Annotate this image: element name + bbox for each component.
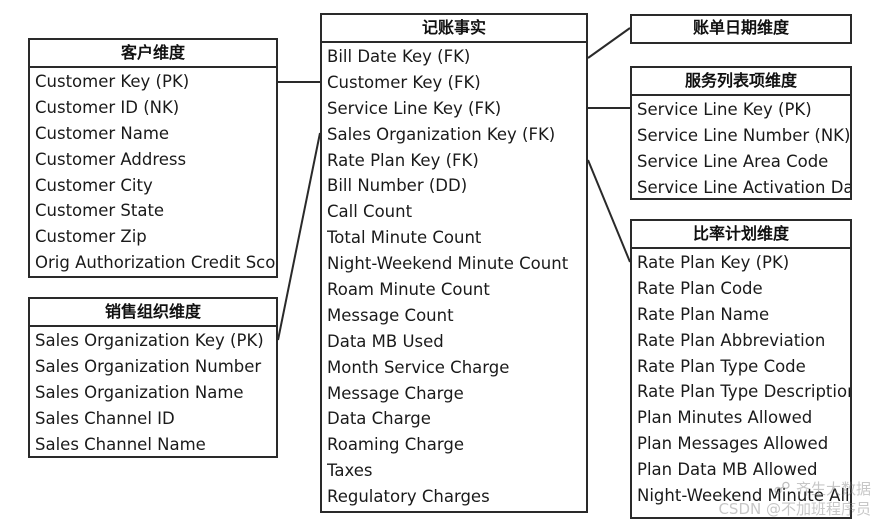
customer-field: Customer Name	[35, 123, 170, 143]
sales-org-dimension-box: 销售组织维度 Sales Organization Key (PK) Sales…	[28, 297, 278, 458]
fact-field: Call Count	[327, 202, 413, 222]
connector-sales-org	[277, 132, 321, 341]
service-line-dimension-box: 服务列表项维度 Service Line Key (PK) Service Li…	[630, 66, 852, 200]
customer-field: Customer Key (PK)	[35, 72, 190, 91]
service-line-dimension-title: 服务列表项维度	[632, 68, 850, 96]
fact-field: Bill Number (DD)	[327, 176, 468, 196]
rate-plan-field: Plan Data MB Allowed	[637, 460, 818, 480]
fact-field: Roam Minute Count	[327, 280, 490, 300]
fact-field: Bill Date Key (FK)	[327, 47, 471, 66]
sales-org-field: Sales Organization Number	[35, 356, 262, 376]
watermark-credit: CSDN @不加班程序员	[718, 500, 871, 518]
rate-plan-field: Rate Plan Key (PK)	[637, 253, 790, 272]
connector-bill-date	[587, 27, 631, 59]
fact-field: Data MB Used	[327, 331, 444, 351]
rate-plan-field: Night-Weekend Minute Allowed	[637, 486, 850, 506]
fact-field: Message Charge	[327, 383, 464, 403]
rate-plan-field: Rate Plan Type Code	[637, 356, 806, 376]
sales-org-field: Sales Organization Key (PK)	[35, 331, 264, 350]
service-line-dimension-fields: Service Line Key (PK) Service Line Numbe…	[632, 96, 850, 201]
service-line-field: Service Line Area Code	[637, 151, 829, 171]
customer-field: Orig Authorization Credit Score	[35, 253, 276, 273]
customer-dimension-title: 客户维度	[30, 40, 276, 68]
customer-field: Customer Address	[35, 149, 187, 169]
rate-plan-field: Plan Minutes Allowed	[637, 408, 813, 428]
sales-org-dimension-fields: Sales Organization Key (PK) Sales Organi…	[30, 327, 276, 457]
service-line-field: Service Line Key (PK)	[637, 100, 812, 119]
bill-date-dimension-title: 账单日期维度	[692, 18, 789, 37]
fact-table-title: 记账事实	[322, 15, 586, 43]
fact-field: Customer Key (FK)	[327, 72, 481, 92]
rate-plan-dimension-box: 比率计划维度 Rate Plan Key (PK) Rate Plan Code…	[630, 219, 852, 519]
rate-plan-field: Rate Plan Type Description	[637, 382, 850, 402]
customer-dimension-box: 客户维度 Customer Key (PK) Customer ID (NK) …	[28, 38, 278, 278]
fact-field: Night-Weekend Minute Count	[327, 254, 569, 274]
rate-plan-field: Rate Plan Name	[637, 304, 770, 324]
rate-plan-dimension-title: 比率计划维度	[632, 221, 850, 249]
fact-field: Roaming Charge	[327, 435, 464, 455]
fact-field: Month Service Charge	[327, 357, 510, 377]
watermark: ☍ 齐生大数据 CSDN @不加班程序员	[718, 479, 871, 519]
sales-org-field: Sales Channel ID	[35, 408, 175, 428]
fact-field: Data Charge	[327, 409, 431, 429]
rate-plan-field: Plan Messages Allowed	[637, 434, 829, 454]
fact-field: Taxes	[327, 461, 373, 481]
rate-plan-field: Rate Plan Abbreviation	[637, 330, 826, 350]
customer-field: Customer Zip	[35, 227, 147, 247]
customer-field: Customer State	[35, 201, 165, 221]
service-line-field: Service Line Number (NK)	[637, 125, 850, 145]
fact-field: Service Line Key (FK)	[327, 98, 502, 118]
sales-org-field: Sales Organization Name	[35, 382, 244, 402]
fact-field: Sales Organization Key (FK)	[327, 124, 556, 144]
connector-rate-plan	[587, 159, 631, 263]
sales-org-dimension-title: 销售组织维度	[30, 299, 276, 327]
customer-dimension-fields: Customer Key (PK) Customer ID (NK) Custo…	[30, 68, 276, 276]
bill-date-dimension-box: 账单日期维度	[630, 14, 852, 44]
customer-field: Customer ID (NK)	[35, 97, 180, 117]
fact-field: Regulatory Charges	[327, 487, 490, 507]
watermark-brand: ☍ 齐生大数据	[773, 479, 871, 499]
service-line-field: Service Line Activation Date	[637, 177, 850, 197]
fact-field: Message Count	[327, 305, 454, 325]
rate-plan-field: Rate Plan Code	[637, 278, 763, 298]
wechat-logo-icon: ☍	[773, 479, 796, 499]
fact-table-fields: Bill Date Key (FK) Customer Key (FK) Ser…	[322, 43, 586, 510]
fact-table-box: 记账事实 Bill Date Key (FK) Customer Key (FK…	[320, 13, 588, 513]
rate-plan-dimension-fields: Rate Plan Key (PK) Rate Plan Code Rate P…	[632, 249, 850, 509]
customer-field: Customer City	[35, 175, 153, 195]
fact-field: Rate Plan Key (FK)	[327, 150, 479, 170]
sales-org-field: Sales Channel Name	[35, 434, 206, 454]
fact-field: Total Minute Count	[327, 228, 482, 248]
